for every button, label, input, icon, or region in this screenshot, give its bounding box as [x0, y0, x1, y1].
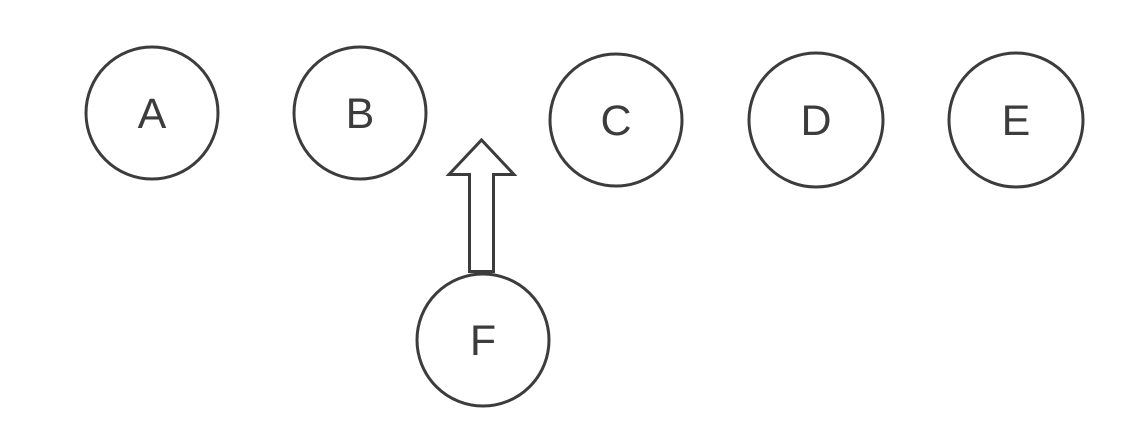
- node-e-circle: [947, 51, 1085, 189]
- node-c-circle: [548, 52, 684, 188]
- node-f: F: [415, 272, 551, 408]
- node-b-circle: [292, 45, 428, 181]
- node-f-circle: [415, 272, 551, 408]
- node-c: C: [548, 52, 684, 188]
- node-a: A: [84, 45, 220, 181]
- node-e-label: E: [1002, 97, 1031, 145]
- node-d-circle: [747, 51, 885, 189]
- node-c-label: C: [600, 97, 631, 145]
- node-a-circle: [84, 45, 220, 181]
- node-f-label: F: [470, 317, 496, 365]
- node-b-label: B: [346, 90, 375, 138]
- node-b: B: [292, 45, 428, 181]
- node-a-label: A: [138, 90, 167, 138]
- node-d: D: [747, 51, 885, 189]
- node-d-label: D: [800, 97, 831, 145]
- insertion-arrow-up-icon: [445, 137, 518, 273]
- node-e: E: [947, 51, 1085, 189]
